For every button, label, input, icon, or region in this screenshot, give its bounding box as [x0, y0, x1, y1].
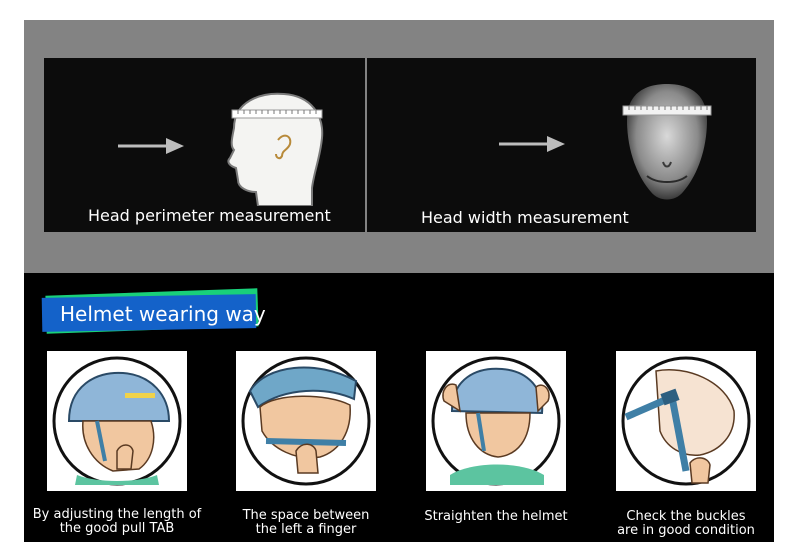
- chin-strap-finger-icon: [241, 356, 371, 486]
- step-1-caption-line1: By adjusting the length of: [32, 507, 202, 522]
- step-4-caption: Check the buckles are in good condition: [606, 510, 766, 538]
- adjust-strap-icon: [52, 356, 182, 486]
- step-4-caption-line2: are in good condition: [617, 523, 755, 538]
- step-check-buckles-illustration: [616, 351, 756, 491]
- head-width-label: Head width measurement: [421, 208, 629, 227]
- head-perimeter-panel: Head perimeter measurement: [44, 58, 365, 232]
- step-finger-space-illustration: [236, 351, 376, 491]
- step-3-caption: Straighten the helmet: [416, 510, 576, 524]
- right-arrow-icon: [118, 138, 184, 154]
- right-arrow-icon: [499, 136, 565, 152]
- step-4-caption-line1: Check the buckles: [626, 509, 746, 524]
- section-title-banner: Helmet wearing way: [41, 288, 266, 336]
- step-2-caption: The space between the left a finger: [226, 509, 386, 537]
- step-adjust-pull-tab-illustration: [47, 351, 187, 491]
- head-perimeter-label: Head perimeter measurement: [88, 206, 331, 225]
- step-2-caption-line1: The space between: [242, 508, 370, 523]
- head-width-panel: Head width measurement: [367, 58, 756, 232]
- head-top-view-icon: [622, 84, 712, 200]
- head-profile-icon: [227, 92, 324, 206]
- section-title: Helmet wearing way: [60, 302, 266, 326]
- step-1-caption-line2: the good pull TAB: [59, 521, 175, 536]
- step-3-caption-line1: Straighten the helmet: [424, 509, 568, 524]
- step-straighten-helmet-illustration: [426, 351, 566, 491]
- straighten-helmet-icon: [431, 356, 561, 486]
- step-1-caption: By adjusting the length of the good pull…: [27, 508, 207, 536]
- step-2-caption-line2: the left a finger: [255, 522, 357, 537]
- check-buckle-icon: [621, 356, 751, 486]
